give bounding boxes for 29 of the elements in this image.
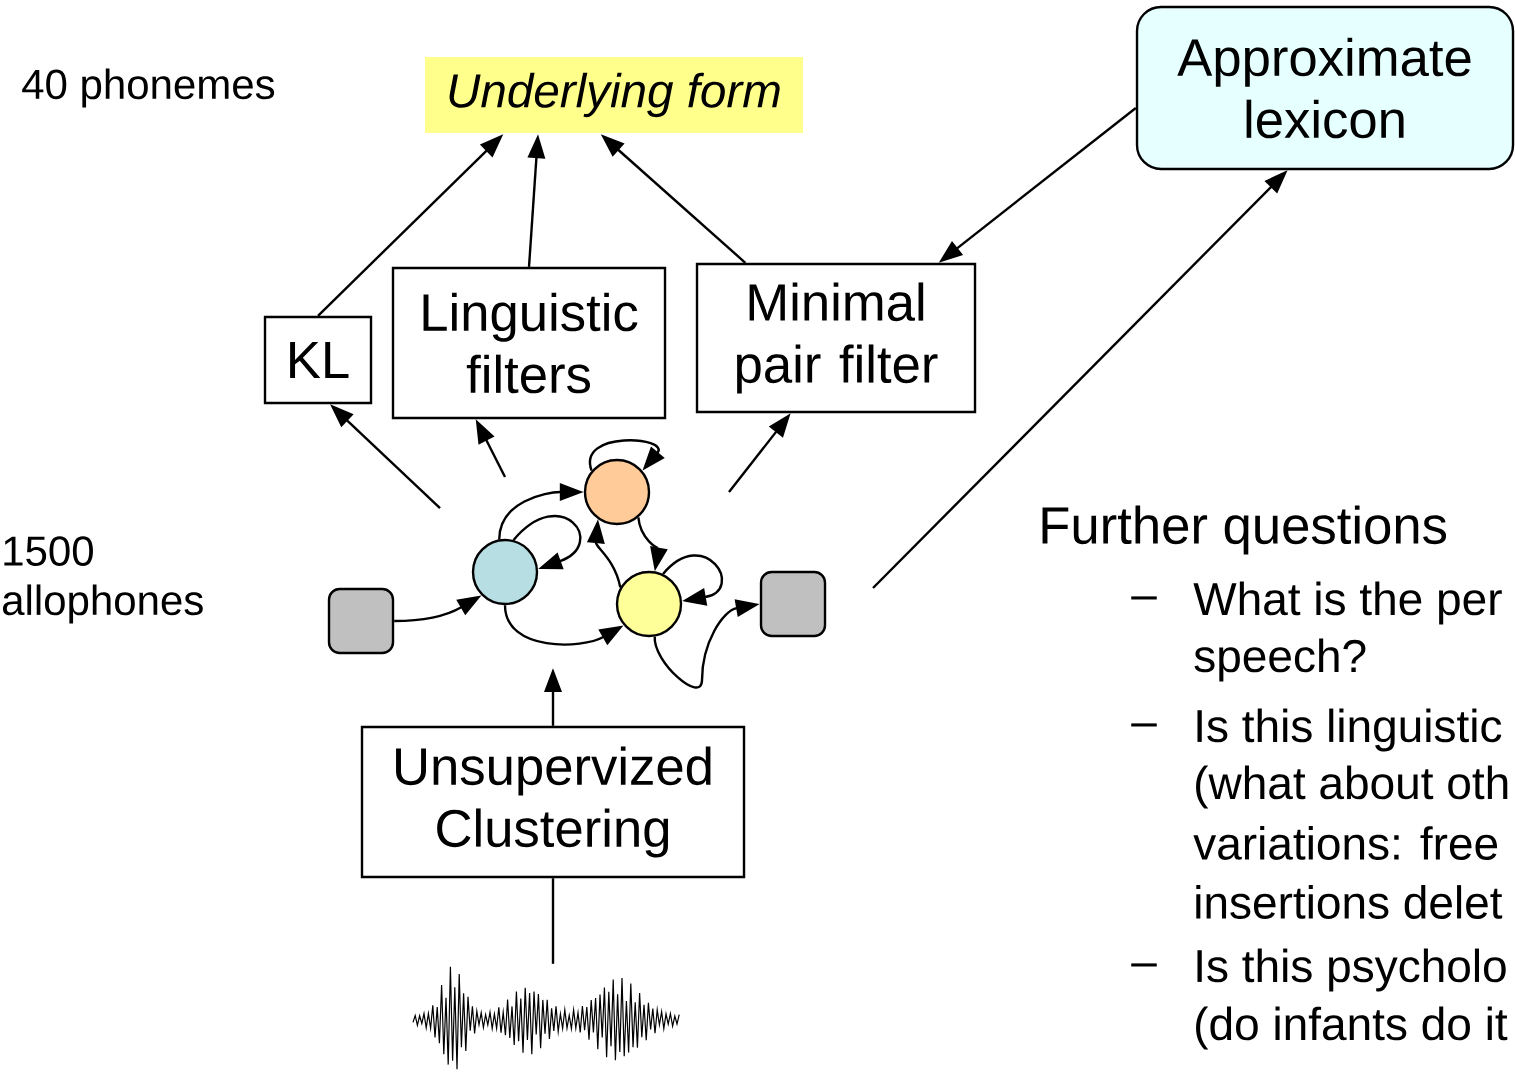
process-box: Linguistic filters [391,266,667,420]
arrow [662,554,723,606]
process-box: Minimal pair filter [695,262,977,414]
question-text: (what about oth [1196,765,1508,809]
question-text: variations: free [1193,826,1498,860]
question-text: Is this linguistic [1197,708,1502,752]
arrow [512,515,582,570]
question-text: insertions delet [1196,885,1503,919]
process-box: Unsupervized Clustering [360,725,746,879]
section-heading: Further questions [1042,505,1447,555]
question-text: (do infants do it [1196,1006,1508,1050]
bullet-dash: – [1131,723,1157,727]
title-box: Underlying form [425,57,803,133]
state-circle [583,458,651,526]
bullet-dash: – [1131,596,1157,600]
connector-line [551,878,555,964]
question-text: speech? [1194,638,1366,682]
level-label: 40 phonemes [22,68,275,108]
process-box: KL [263,315,373,405]
state-circle [471,538,539,606]
state-circle [615,570,683,638]
question-text: What is the per [1193,581,1502,625]
lexicon-box: Approximate lexicon [1135,5,1515,171]
bullet-dash: – [1131,963,1157,967]
question-text: Is this psycholo [1197,948,1506,992]
state-square [327,587,395,655]
state-square [759,570,827,638]
level-label: 1500 allophones [3,536,203,624]
waveform-drawing [412,966,680,1070]
